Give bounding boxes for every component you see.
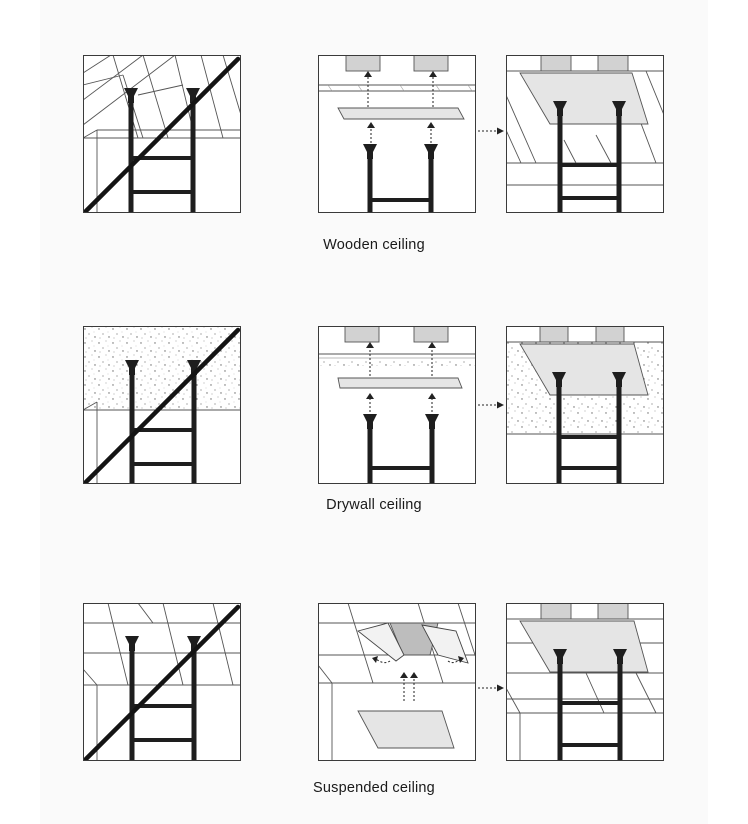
suspended-grid-ceiling [506,603,664,761]
ladder-icon [125,360,201,484]
installed-hatch [519,620,649,673]
wall [83,129,241,213]
drywall-ceiling-installed-panel [506,326,664,484]
suspended-ceiling-step-open-panel [318,603,476,761]
arrow-up-dotted [364,71,437,143]
ladder-icon [553,649,627,761]
ceiling-opening [318,326,476,366]
arrow-right-dotted [478,401,504,409]
drywall-ceiling-step-open-panel [318,326,476,484]
wooden-plank-ceiling [83,55,241,139]
installed-hatch [519,72,649,125]
caption-drywall-ceiling: Drywall ceiling [326,497,422,513]
ladder-icon [125,636,201,761]
arrow-up-dotted [366,342,436,412]
prohibited-slash [83,327,241,484]
displaced-tiles [357,622,469,664]
caption-suspended-ceiling: Suspended ceiling [313,780,435,796]
wooden-ceiling-step-open-panel [318,55,476,213]
arrow-right-dotted [478,684,504,692]
ladder-icon [124,88,200,213]
hatch-panel [337,377,463,389]
ladder-icon [363,144,438,213]
wall [83,401,241,484]
hatch-panel [357,710,455,749]
hatch-panel [337,107,465,120]
ladder-icon [363,414,439,484]
suspended-ceiling-installed-panel [506,603,664,761]
arrow-curved-dotted [372,656,464,664]
ladder-icon [552,372,626,484]
wooden-ceiling-installed-panel [506,55,664,213]
suspended-ceiling-not-allowed-panel [83,603,241,761]
prohibited-slash [83,56,241,213]
drywall-ceiling [83,326,241,410]
suspended-grid-ceiling [83,603,241,686]
wooden-ceiling-not-allowed-panel [83,55,241,213]
prohibited-slash [83,604,241,761]
ladder-icon [553,101,626,213]
wooden-plank-ceiling [506,55,664,186]
drywall-ceiling-not-allowed-panel [83,326,241,484]
arrow-up-dotted [400,672,418,701]
arrow-right-dotted [478,127,504,135]
caption-wooden-ceiling: Wooden ceiling [323,237,425,253]
ceiling-opening [318,55,476,92]
